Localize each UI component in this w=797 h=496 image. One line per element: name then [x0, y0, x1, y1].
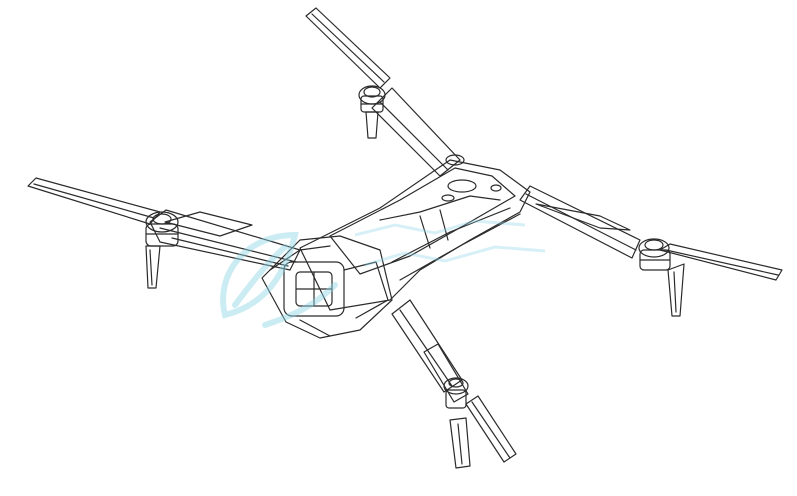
landing-leg-right — [667, 263, 685, 317]
gimbal-camera — [261, 235, 393, 339]
motor-right — [638, 238, 671, 271]
landing-leg-top — [365, 111, 379, 139]
propeller-top — [305, 7, 391, 89]
motor-bottom — [443, 377, 469, 409]
landing-leg-left — [145, 245, 161, 289]
arm-left — [149, 209, 301, 271]
drone-body — [299, 154, 531, 311]
propeller-right — [535, 203, 783, 281]
motor-left — [145, 211, 179, 247]
propeller-left — [27, 177, 253, 237]
motor-top — [358, 85, 386, 113]
propeller-bottom — [423, 343, 517, 463]
arm-right — [519, 185, 641, 259]
arm-bottom — [391, 299, 463, 393]
landing-leg-bottom — [449, 417, 471, 469]
